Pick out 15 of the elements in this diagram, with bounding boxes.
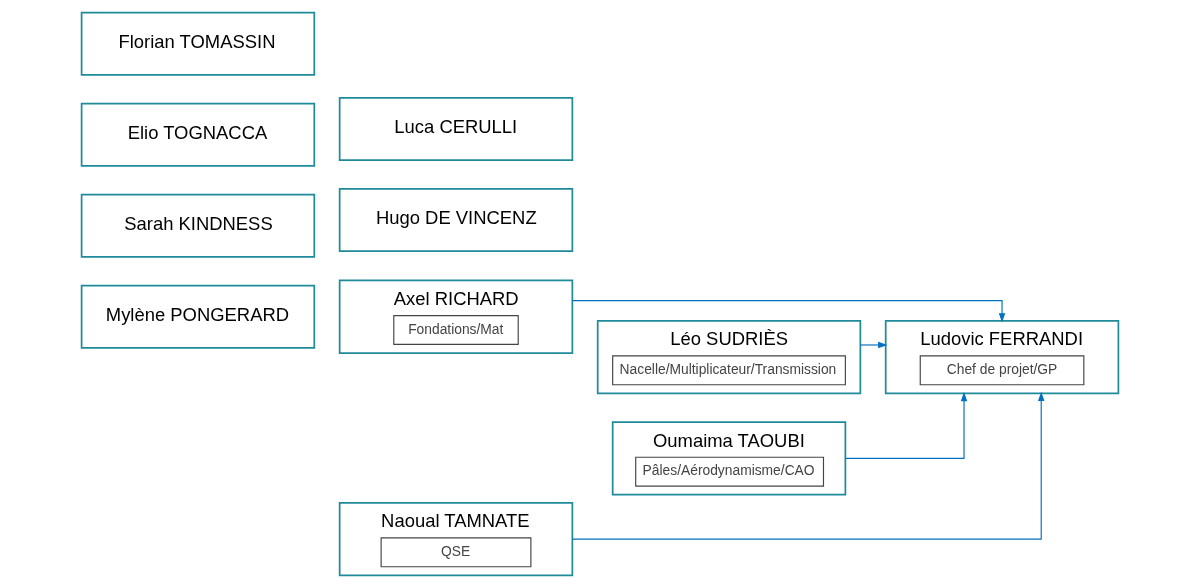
- node-box: Mylène PONGERARD: [80, 284, 316, 349]
- node-box: Ludovic FERRANDI Chef de projet/GP: [884, 319, 1120, 395]
- node-box: Florian TOMASSIN: [80, 11, 316, 76]
- node-box: Elio TOGNACCA: [80, 102, 316, 167]
- arrow: [572, 391, 1045, 540]
- node-box: Luca CERULLI: [338, 97, 574, 161]
- node-box: Axel RICHARD Fondations/Mat: [338, 279, 574, 354]
- node-box: Léo SUDRIÈS Nacelle/Multiplicateur/Transmission: [596, 319, 862, 395]
- node-box: Naoual TAMNATE QSE: [338, 501, 574, 577]
- arrow: [860, 341, 888, 349]
- arrow: [571, 300, 1006, 323]
- node-box: Hugo DE VINCENZ: [338, 188, 574, 252]
- arrow: [844, 391, 968, 460]
- node-box: Oumaima TAOUBI Pâles/Aérodynamisme/CAO: [611, 421, 847, 496]
- node-box: Sarah KINDNESS: [80, 193, 316, 258]
